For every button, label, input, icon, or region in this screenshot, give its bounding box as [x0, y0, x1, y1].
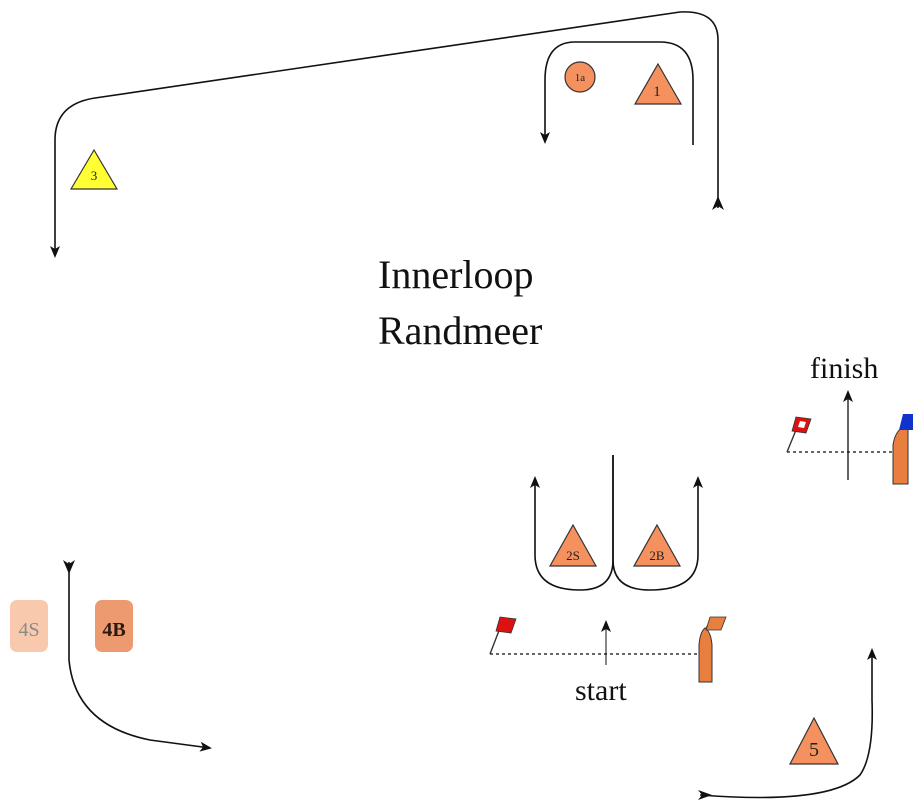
- finish-committee-boat-icon: [892, 427, 909, 485]
- mark-2s-label: 2S: [566, 548, 580, 563]
- finish-boat-flag-icon: [899, 414, 913, 430]
- title-line-2: Randmeer: [378, 308, 542, 353]
- mark-2s-buoy-icon: [548, 523, 598, 567]
- route-bottom-curve: [699, 648, 877, 799]
- start-flag-pole: [489, 627, 501, 655]
- start-pin-flag-icon: [495, 616, 517, 634]
- route-loop-mark1: [540, 41, 694, 145]
- mark-2b-label: 2B: [649, 548, 665, 563]
- mark-3-buoy-icon: [69, 148, 119, 190]
- route-loop-start-arrowhead: [712, 196, 724, 210]
- mark-3-label: 3: [91, 168, 98, 183]
- finish-pin-flag-inner: [798, 421, 806, 428]
- title-line-1: Innerloop: [378, 252, 534, 297]
- mark-1-label: 1: [653, 84, 661, 100]
- mark-5-label: 5: [809, 739, 819, 761]
- start-committee-boat-icon: [698, 627, 713, 683]
- mark-4s-label: 4S: [18, 619, 39, 641]
- mark-4b-label: 4B: [102, 619, 125, 641]
- mark-4s-buoy-icon: [10, 600, 48, 652]
- start-label: start: [575, 674, 627, 707]
- route-left-curve: [68, 562, 212, 752]
- route-loop-2b: [612, 455, 703, 591]
- mark-1-buoy-icon: [633, 62, 683, 105]
- route-loop-2s: [530, 455, 614, 591]
- finish-label: finish: [810, 352, 878, 385]
- mark-1a-label: 1a: [575, 72, 586, 84]
- mark-1a-buoy-icon: [564, 61, 596, 93]
- finish-flag-pole: [786, 429, 797, 453]
- mark-4b-buoy-icon: [95, 600, 133, 652]
- mark-5-buoy-icon: [789, 716, 839, 765]
- start-boat-flag-icon: [705, 616, 727, 631]
- route-loop-top: [50, 11, 719, 258]
- mark-2b-buoy-icon: [632, 523, 682, 567]
